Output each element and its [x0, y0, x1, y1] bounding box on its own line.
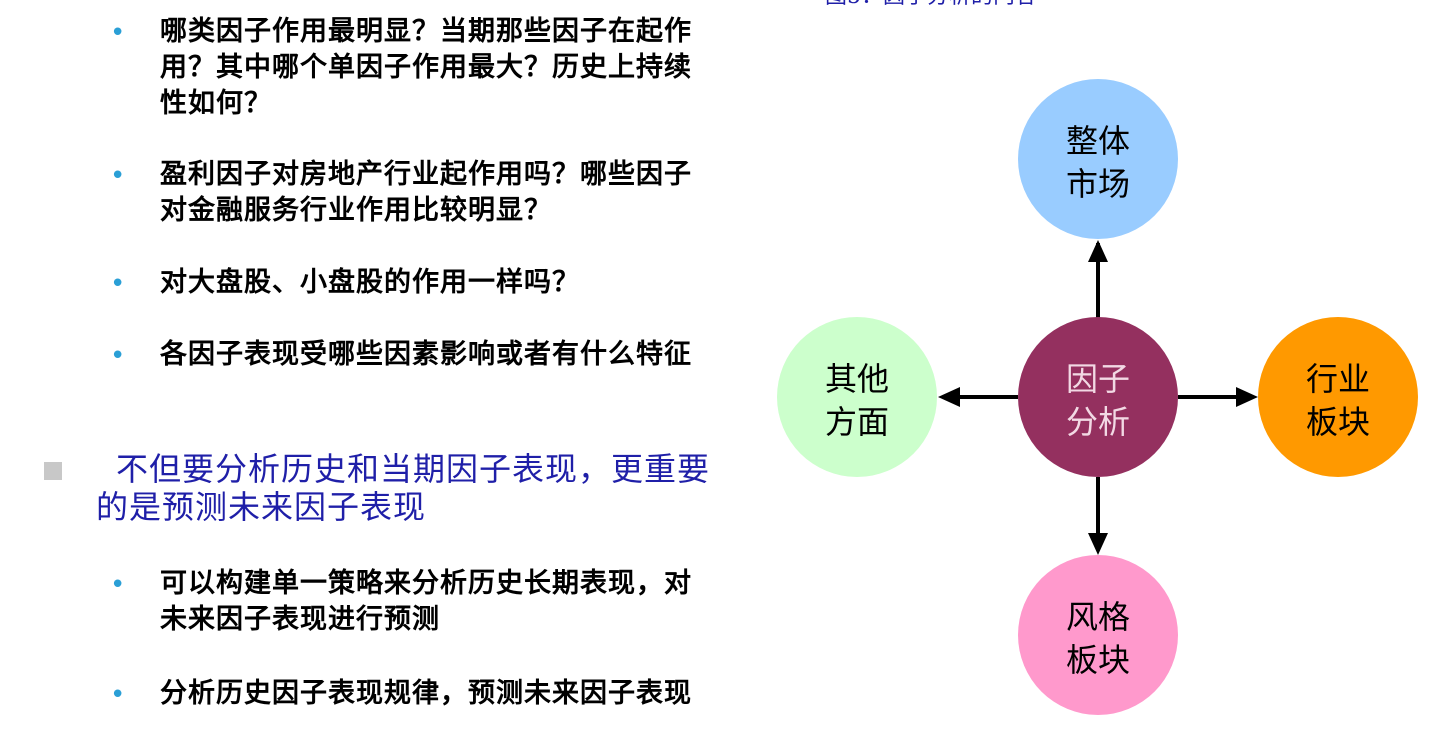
bullet-dot: •: [110, 161, 126, 191]
node-center-line2: 分析: [1066, 403, 1130, 441]
bullet-item-6: • 分析历史因子表现规律，预测未来因子表现: [110, 676, 710, 714]
node-top: 整体 市场: [1018, 79, 1178, 239]
node-top-line2: 市场: [1066, 165, 1130, 203]
node-bottom-circle: [1018, 555, 1178, 715]
arrowhead-right: [1236, 387, 1258, 407]
bullet-text: 哪类因子作用最明显？当期那些因子在起作用？其中哪个单因子作用最大？历史上持续性如…: [160, 16, 692, 119]
figure-caption: 图5：因子分析的内容: [825, 0, 1037, 12]
bullet-dot: •: [110, 680, 126, 710]
node-right: 行业 板块: [1258, 317, 1418, 477]
node-left-line2: 方面: [825, 403, 889, 441]
node-right-circle: [1258, 317, 1418, 477]
node-center: 因子 分析: [1018, 317, 1178, 477]
node-left-line1: 其他: [825, 360, 889, 398]
arrowhead-top: [1088, 240, 1108, 262]
node-bottom: 风格 板块: [1018, 555, 1178, 715]
bullet-dot: •: [110, 18, 126, 48]
arrowhead-bottom: [1088, 533, 1108, 555]
node-top-line1: 整体: [1066, 122, 1130, 160]
bullet-dot: •: [110, 269, 126, 299]
node-right-line2: 板块: [1306, 403, 1370, 441]
bullet-dot: •: [110, 570, 126, 600]
node-center-line1: 因子: [1066, 360, 1130, 398]
node-center-circle: [1018, 317, 1178, 477]
bullet-item-5: • 可以构建单一策略来分析历史长期表现，对未来因子表现进行预测: [110, 566, 710, 638]
node-left-circle: [777, 317, 937, 477]
bullet-dot: •: [110, 341, 126, 371]
node-left: 其他 方面: [777, 317, 937, 477]
node-top-circle: [1018, 79, 1178, 239]
bullet-item-1: • 哪类因子作用最明显？当期那些因子在起作用？其中哪个单因子作用最大？历史上持续…: [110, 14, 710, 122]
bullet-text: 分析历史因子表现规律，预测未来因子表现: [160, 678, 692, 709]
bullet-text: 对大盘股、小盘股的作用一样吗？: [160, 267, 580, 298]
main-point-text: 不但要分析历史和当期因子表现，更重要的是预测未来因子表现: [96, 450, 711, 526]
bullet-item-3: • 对大盘股、小盘股的作用一样吗？: [110, 265, 710, 303]
bullet-text: 盈利因子对房地产行业起作用吗？哪些因子对金融服务行业作用比较明显？: [160, 159, 692, 226]
arrowhead-left: [938, 387, 960, 407]
node-right-line1: 行业: [1306, 360, 1370, 398]
bullet-item-2: • 盈利因子对房地产行业起作用吗？哪些因子对金融服务行业作用比较明显？: [110, 157, 710, 229]
bullet-text: 可以构建单一策略来分析历史长期表现，对未来因子表现进行预测: [160, 568, 692, 635]
arrows: [938, 240, 1258, 555]
bullet-item-4: • 各因子表现受哪些因素影响或者有什么特征: [110, 337, 710, 375]
node-bottom-line2: 板块: [1066, 641, 1130, 679]
bullet-text: 各因子表现受哪些因素影响或者有什么特征: [160, 339, 692, 370]
main-point: 不但要分析历史和当期因子表现，更重要的是预测未来因子表现: [40, 450, 710, 526]
node-bottom-line1: 风格: [1066, 598, 1130, 636]
square-bullet-icon: [44, 462, 62, 480]
